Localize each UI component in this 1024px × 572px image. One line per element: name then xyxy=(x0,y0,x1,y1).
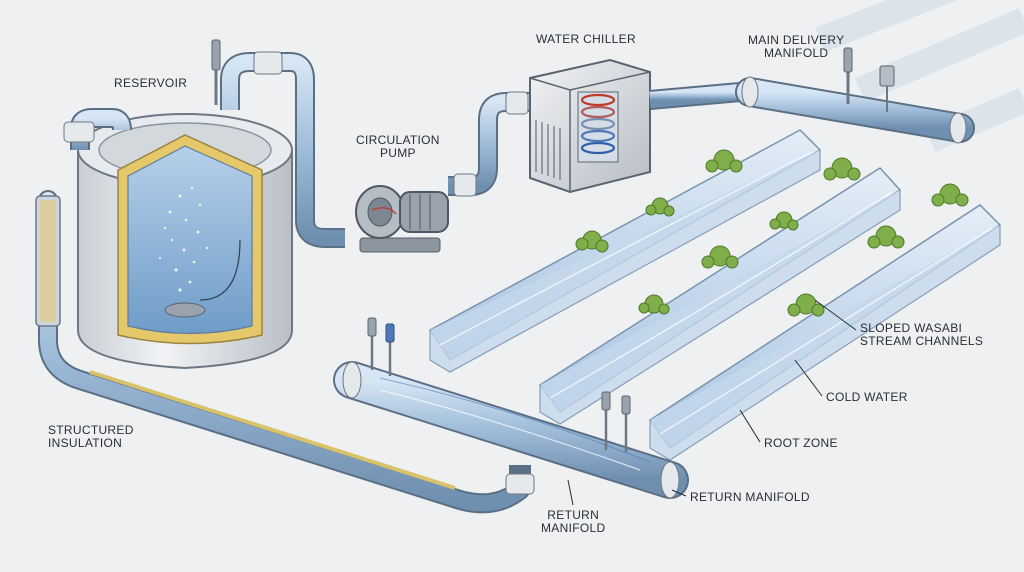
stream-channel-3 xyxy=(648,204,1002,461)
label-cold-water: COLD WATER xyxy=(826,390,908,404)
chiller-to-manifold-pipe xyxy=(649,82,741,110)
label-main-delivery-manifold-line2: MANIFOLD xyxy=(763,46,829,60)
label-structured-insulation-line1: STRUCTURED xyxy=(48,423,134,437)
sensor-probe-icon xyxy=(211,39,221,105)
label-return-manifold-right: RETURN MANIFOLD xyxy=(690,490,810,504)
label-circulation-pump-line2: PUMP xyxy=(379,146,416,160)
leader-lines xyxy=(567,299,857,506)
label-reservoir: RESERVOIR xyxy=(114,76,188,90)
label-circulation-pump: CIRCULATION PUMP xyxy=(356,134,440,160)
reservoir-to-pump-pipe xyxy=(63,51,345,248)
label-structured-insulation: STRUCTURED INSULATION xyxy=(48,424,134,450)
label-main-delivery-manifold-line1: MAIN DELIVERY xyxy=(748,33,845,47)
label-return-manifold-bottom-line2: MANIFOLD xyxy=(541,521,606,535)
pump-to-chiller-pipe xyxy=(448,91,530,197)
label-return-manifold-bottom: RETURN MANIFOLD xyxy=(541,509,605,535)
reservoir-tank-icon xyxy=(77,113,293,370)
main-delivery-manifold xyxy=(735,47,975,144)
label-water-chiller: WATER CHILLER xyxy=(536,32,636,46)
label-sloped-channels: SLOPED WASABI STREAM CHANNELS xyxy=(860,322,983,348)
stream-channel-2 xyxy=(538,167,902,425)
wasabi-plant-icon xyxy=(575,149,969,317)
return-manifold-pipe xyxy=(333,317,689,499)
label-main-delivery-manifold: MAIN DELIVERY MANIFOLD xyxy=(748,34,844,60)
label-structured-insulation-line2: INSULATION xyxy=(48,436,123,450)
label-sloped-channels-line2: STREAM CHANNELS xyxy=(860,334,984,348)
circulation-pump-icon xyxy=(355,185,449,253)
label-root-zone: ROOT ZONE xyxy=(764,436,838,450)
label-return-manifold-bottom-line1: RETURN xyxy=(547,508,600,522)
insulated-return-pipe xyxy=(35,190,530,514)
label-circulation-pump-line1: CIRCULATION xyxy=(356,133,440,147)
stream-channel-1 xyxy=(428,129,822,373)
label-sloped-channels-line1: SLOPED WASABI xyxy=(860,321,963,335)
water-chiller-icon xyxy=(529,58,651,194)
